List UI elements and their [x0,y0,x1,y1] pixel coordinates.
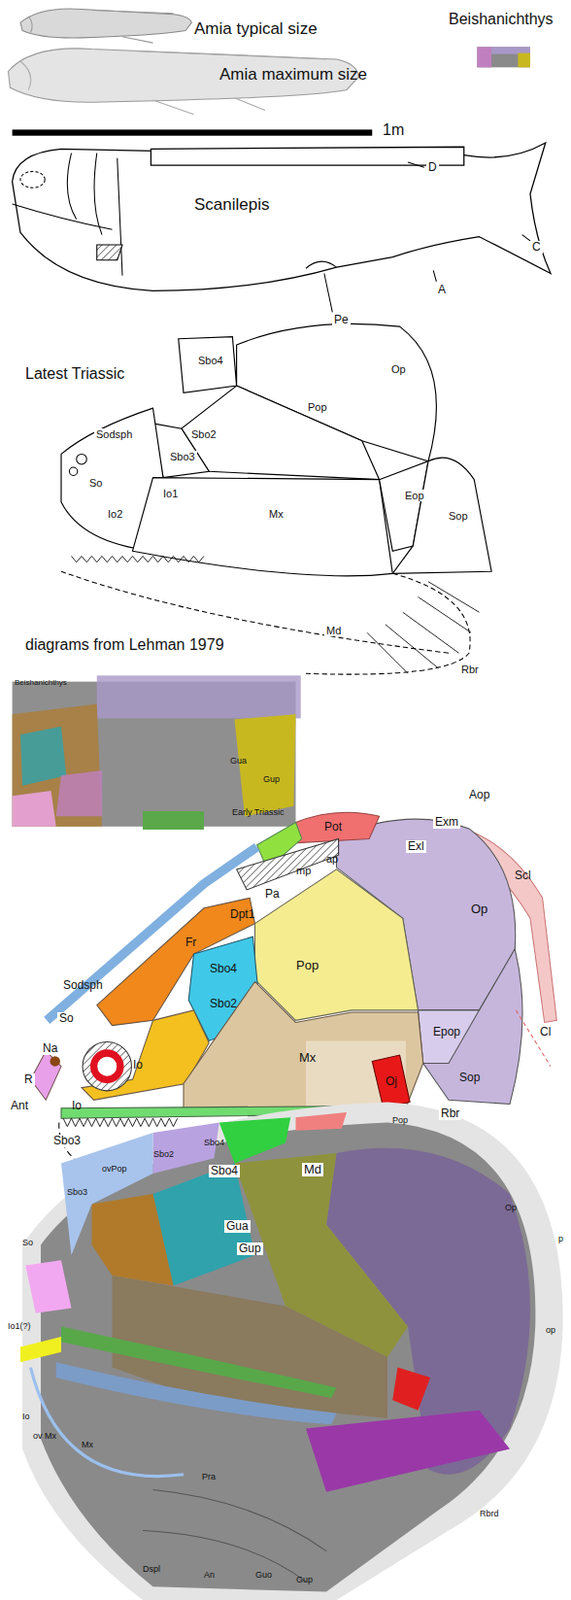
part-label: Gua [224,1219,251,1233]
part-label: Io1(?) [7,1321,32,1332]
part-label: Epop [433,1025,461,1039]
part-label: Md [324,624,343,637]
part-label: Ant [10,1099,29,1112]
part-label: Fr [185,936,197,949]
part-label: Op [389,363,408,375]
part-label: Exm [433,815,461,829]
part-label: Guo [255,1570,272,1580]
part-label: mp [296,864,311,876]
part-label: Io [133,1058,143,1072]
part-label: Sbo4 [203,1138,225,1148]
part-label: C [530,240,543,254]
part-label: Pot [324,820,342,834]
part-label: Cl [537,1025,553,1039]
part-label: Beishanichthys [448,10,554,29]
part-label: Sbo2 [153,1149,174,1160]
part-label: Pa [265,887,280,901]
part-label: Sodsph [94,428,135,440]
part-label: Op [504,1203,517,1213]
part-label: So [57,1011,76,1025]
part-label: Gup [236,1242,264,1255]
part-label: Na [40,1041,60,1055]
part-label: Scl [514,869,532,882]
part-label: diagrams from Lehman 1979 [25,636,225,654]
part-label: So [87,476,104,489]
part-label: Pra [201,1472,216,1482]
part-label: Sbo3 [167,450,198,463]
part-label: A [436,283,448,297]
part-label: Md [302,1162,324,1176]
part-label: Gua [230,756,247,767]
part-label: Sbo3 [67,1187,88,1198]
part-label: Sbo3 [51,1134,83,1147]
part-label: Op [470,902,488,916]
part-label: Latest Triassic [25,365,125,383]
part-label: Io [71,1099,82,1112]
part-label: Mx [267,507,286,520]
part-label: Pop [305,401,330,413]
part-label: Sbo4 [209,962,237,975]
part-label: So [22,1238,34,1248]
part-label: Dpt1 [230,907,255,921]
part-label: Beishanichthys [14,678,68,688]
part-label: Pop [392,1115,408,1126]
part-label: Amia maximum size [219,66,368,85]
part-label: Sbo4 [196,354,226,367]
part-label: Rbrd [479,1509,500,1519]
part-label: Dspl [142,1564,161,1575]
part-label: Sbo4 [208,1164,240,1177]
part-label: Sop [446,509,471,522]
part-label: Eop [403,489,427,502]
part-label: Scanilepis [194,196,270,215]
part-label: Early Triassic [232,807,285,818]
part-label: Amia typical size [194,20,318,39]
part-label: Io [22,1411,31,1422]
part-label: Gup [263,774,280,785]
part-label: Io1 [161,487,180,500]
part-label: An [203,1570,215,1580]
part-label: Sop [459,1071,480,1084]
part-label: ap [326,852,338,865]
part-label: Pe [332,313,351,327]
part-label: R [22,1073,35,1086]
part-label: Exl [405,839,427,853]
part-label: Aop [467,788,492,802]
part-label: D [426,161,439,174]
part-label: Sbo2 [209,997,237,1010]
part-label: 1m [382,121,404,139]
part-label: Mx [299,1050,316,1065]
part-label: op [545,1325,556,1336]
part-label: Mx [81,1440,94,1450]
part-label: ov Mx [33,1431,57,1442]
part-label: Oj [385,1074,398,1088]
part-label: Gup [296,1575,313,1585]
part-label: p [558,1234,564,1244]
part-label: Pop [296,958,319,973]
part-label: Rbr [459,663,481,675]
part-label: Io2 [105,507,125,520]
part-label: Rbr [438,1107,462,1120]
part-label: Sbo2 [189,428,219,440]
part-label: ovPop [101,1164,128,1175]
part-label: Sodsph [63,978,103,992]
